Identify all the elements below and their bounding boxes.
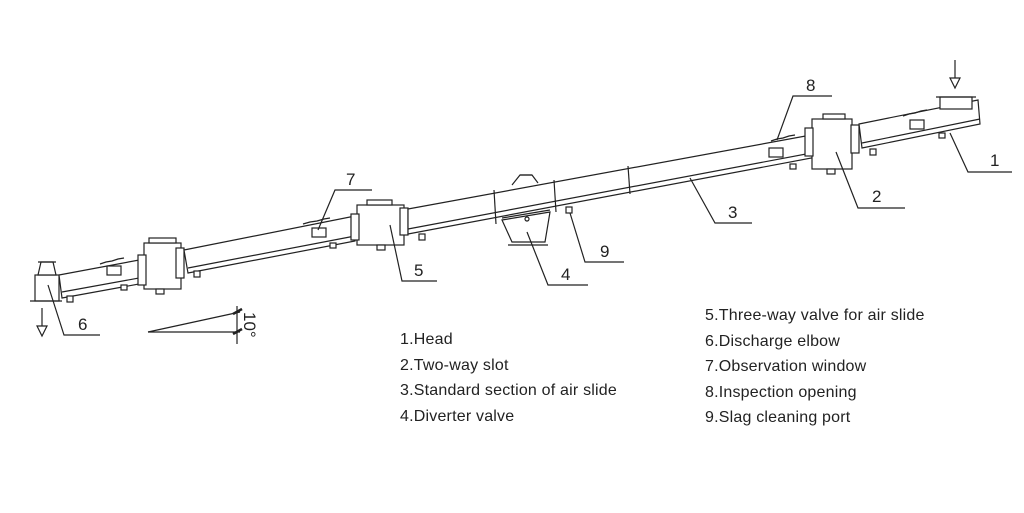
legend-item-observation-window: 7.Observation window xyxy=(705,358,867,375)
callout-7: 7 xyxy=(346,170,355,189)
legend-item-diverter-valve: 4.Diverter valve xyxy=(400,407,515,425)
legend-item-two-way-slot: 2.Two-way slot xyxy=(400,356,509,374)
callout-2: 2 xyxy=(872,187,881,206)
head-section xyxy=(858,96,981,156)
discharge-elbow xyxy=(30,261,62,302)
callout-leaders xyxy=(47,95,1012,336)
callout-8: 8 xyxy=(806,76,815,95)
legend-item-inspection-opening: 8.Inspection opening xyxy=(705,383,857,401)
three-way-valve xyxy=(350,199,409,251)
callout-5: 5 xyxy=(414,261,423,280)
legend-left: 1.Head 2.Two-way slot 3.Standard section… xyxy=(400,327,617,429)
legend-item-discharge-elbow: 6.Discharge elbow xyxy=(705,332,841,350)
legend-item-head: 1.Head xyxy=(400,331,453,348)
diverter-valve xyxy=(493,174,557,246)
callout-6: 6 xyxy=(78,315,87,334)
angle-label: 10° xyxy=(240,312,259,338)
air-slide-section-2 xyxy=(183,215,356,278)
legend-item-slag-cleaning-port: 9.Slag cleaning port xyxy=(705,409,851,426)
callout-1: 1 xyxy=(990,151,999,170)
standard-section xyxy=(407,132,823,241)
air-slide-section-left xyxy=(58,257,151,303)
discharge-arrow-icon xyxy=(36,308,48,338)
legend-item-standard-section: 3.Standard section of air slide xyxy=(400,382,617,399)
two-way-slot-right xyxy=(804,113,860,175)
legend-right: 5.Three-way valve for air slide 6.Discha… xyxy=(705,303,925,431)
two-way-slot-left xyxy=(137,237,185,295)
angle-indicator: 10° xyxy=(147,306,259,344)
callout-4: 4 xyxy=(561,265,570,284)
inlet-arrow-icon xyxy=(949,60,961,90)
legend-item-three-way-valve: 5.Three-way valve for air slide xyxy=(705,307,925,324)
callout-labels: 1 2 3 4 5 6 7 8 9 xyxy=(78,76,999,334)
callout-3: 3 xyxy=(728,203,737,222)
callout-9: 9 xyxy=(600,242,609,261)
